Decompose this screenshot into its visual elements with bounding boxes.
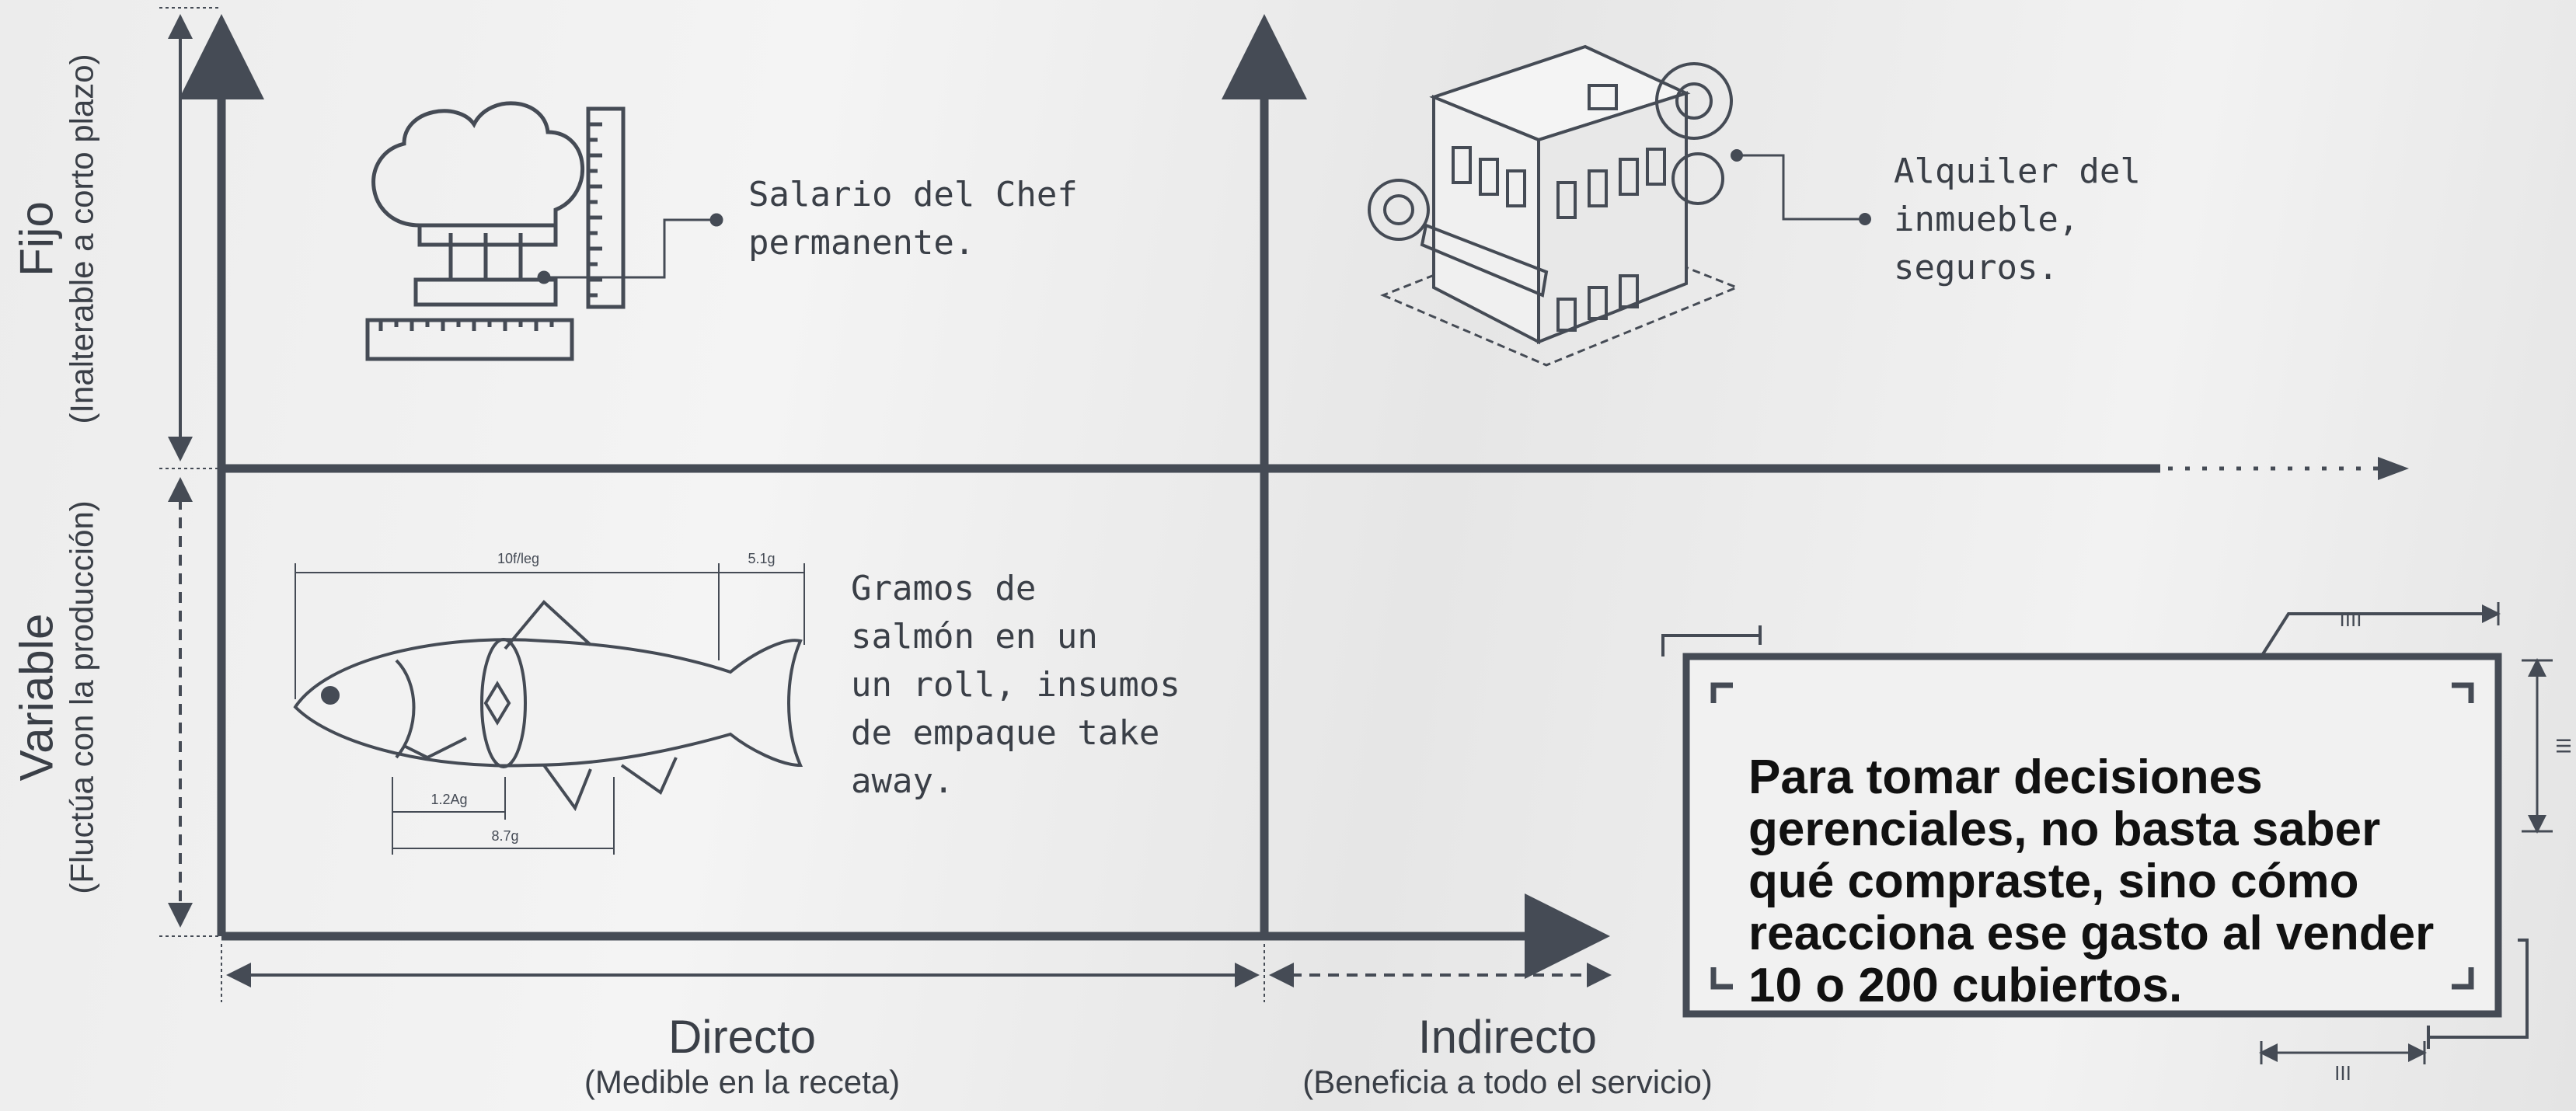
x-label-direct-title: Directo: [668, 1011, 817, 1063]
fixed-direct-text: Salario del Chef permanente.: [748, 175, 1078, 263]
callout-frame: [1661, 602, 2553, 1064]
y-label-variable-subtitle: (Fluctúa con la producción): [63, 500, 100, 894]
dim-label-2: 5.1g: [748, 551, 775, 566]
dim-mark-right: III: [2552, 737, 2575, 754]
bottom-dimension-lines: [221, 944, 1612, 1002]
x-label-indirect-title: Indirecto: [1417, 1011, 1598, 1063]
chef-hat-icon: [365, 101, 723, 361]
dim-mark-top: IIII: [2340, 608, 2362, 631]
salmon-dimensions: [295, 563, 805, 855]
y-label-fixed: Fijo (Inalterable a corto plazo): [10, 0, 107, 480]
x-label-indirect-subtitle: (Beneficia a todo el servicio): [1302, 1064, 1713, 1100]
y-label-variable: Variable (Fluctúa con la producción): [10, 449, 107, 946]
dim-label-1: 10f/leg: [497, 551, 539, 566]
building-icon: [1368, 44, 1871, 367]
dim-label-4: 8.7g: [491, 828, 518, 844]
y-label-fixed-title: Fijo: [10, 201, 63, 277]
horizontal-divider-arrowhead: [2378, 457, 2409, 480]
left-dimension-lines: [159, 7, 221, 937]
y-label-variable-title: Variable: [10, 613, 63, 782]
y-label-fixed-subtitle: (Inalterable a corto plazo): [63, 54, 100, 424]
callout-text: Para tomar decisiones gerenciales, no ba…: [1748, 751, 2435, 1012]
salmon-icon: [293, 600, 803, 812]
variable-direct-text: Gramos de salmón en un un roll, insumos …: [851, 569, 1180, 801]
dim-mark-bottom: III: [2334, 1061, 2351, 1085]
x-label-direct: Directo (Medible en la receta): [513, 1010, 971, 1101]
main-axes: [179, 14, 2160, 979]
x-label-direct-subtitle: (Medible en la receta): [584, 1064, 901, 1100]
fixed-indirect-text: Alquiler del inmueble, seguros.: [1894, 152, 2141, 287]
dim-label-3: 1.2Ag: [430, 792, 467, 807]
x-label-indirect: Indirecto (Beneficia a todo el servicio): [1259, 1010, 1756, 1101]
